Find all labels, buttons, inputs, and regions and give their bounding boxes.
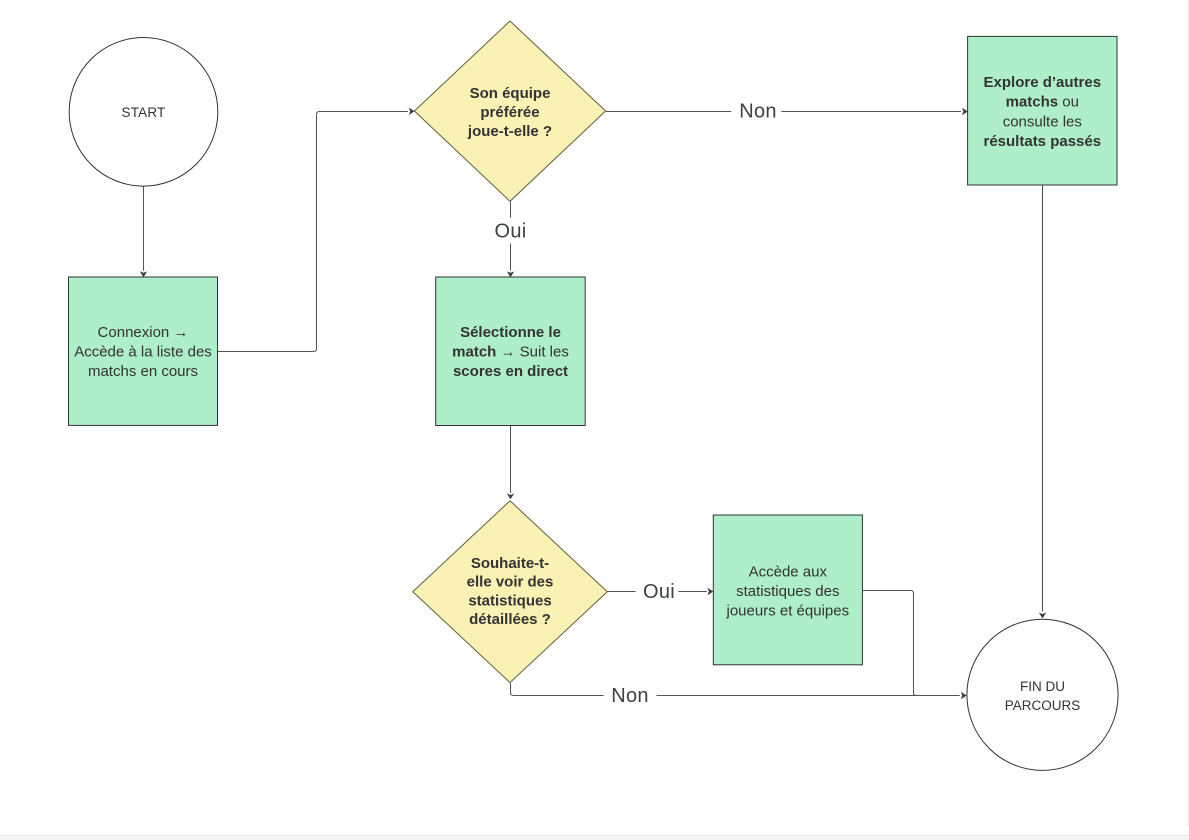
svg-text:Explore d’autres: Explore d’autres — [984, 74, 1102, 91]
svg-text:PARCOURS: PARCOURS — [1005, 698, 1081, 713]
svg-text:Oui: Oui — [643, 581, 675, 603]
svg-text:matchs en cours: matchs en cours — [88, 363, 198, 380]
svg-text:Accède à la liste des: Accède à la liste des — [74, 344, 212, 361]
svg-text:détaillées ?: détaillées ? — [469, 611, 551, 628]
svg-text:Son équipe: Son équipe — [470, 85, 551, 102]
svg-text:Non: Non — [611, 685, 649, 707]
svg-text:Oui: Oui — [494, 221, 526, 243]
svg-text:Connexion →: Connexion → — [98, 324, 189, 341]
svg-text:Souhaite-t-: Souhaite-t- — [471, 555, 549, 572]
svg-text:statistiques des: statistiques des — [736, 583, 839, 600]
svg-text:consulte les: consulte les — [1003, 113, 1082, 130]
svg-text:résultats passés: résultats passés — [984, 133, 1102, 150]
svg-text:Accède aux: Accède aux — [749, 564, 828, 581]
svg-text:Sélectionne le: Sélectionne le — [460, 324, 561, 341]
svg-text:joueurs et équipes: joueurs et équipes — [726, 603, 850, 620]
svg-text:statistiques: statistiques — [468, 592, 551, 609]
svg-text:START: START — [121, 105, 165, 120]
svg-text:Non: Non — [739, 101, 777, 123]
svg-text:FIN DU: FIN DU — [1020, 679, 1065, 694]
svg-text:préférée: préférée — [480, 104, 539, 121]
svg-text:scores en direct: scores en direct — [453, 363, 568, 380]
svg-text:joue-t-elle ?: joue-t-elle ? — [467, 123, 552, 140]
svg-text:matchs ou: matchs ou — [1006, 94, 1079, 111]
svg-text:match → Suit les: match → Suit les — [452, 344, 569, 361]
svg-text:elle voir des: elle voir des — [467, 574, 554, 591]
